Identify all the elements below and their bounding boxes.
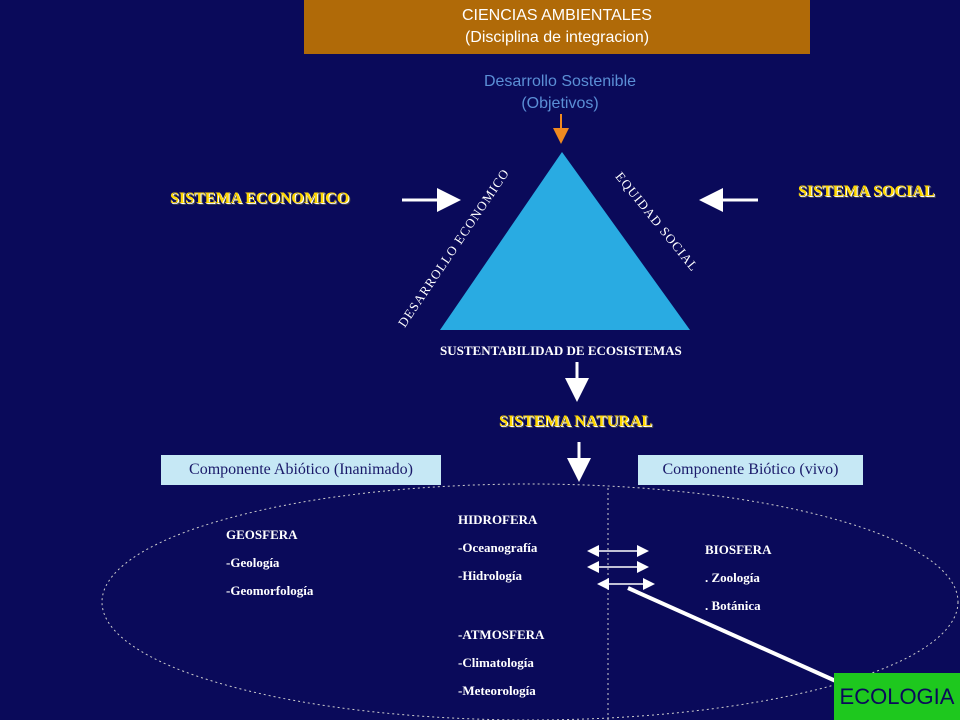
biosfera-block: BIOSFERA . Zoología . Botánica xyxy=(705,536,771,620)
header-title-box: CIENCIAS AMBIENTALES (Disciplina de inte… xyxy=(304,0,810,54)
geosfera-item: -Geomorfología xyxy=(226,583,314,598)
natural-system-label: SISTEMA NATURAL xyxy=(499,413,653,430)
abiotic-component-box: Componente Abiótico (Inanimado) xyxy=(161,455,441,485)
economic-system-label: SISTEMA ECONOMICO xyxy=(170,190,350,207)
biosfera-item: . Zoología xyxy=(705,570,760,585)
biotic-component-box: Componente Biótico (vivo) xyxy=(638,455,863,485)
header-title-line2: (Disciplina de integracion) xyxy=(464,29,650,46)
scope-ellipse xyxy=(101,483,959,720)
hidrofera-item: -Hidrología xyxy=(458,568,523,583)
triangle-base-label: SUSTENTABILIDAD DE ECOSISTEMAS xyxy=(440,343,682,358)
ecologia-connector xyxy=(627,586,839,684)
header-title-line1: CIENCIAS AMBIENTALES xyxy=(462,7,652,24)
goal-line2: (Objetivos) xyxy=(521,95,599,112)
hidrofera-item: -Oceanografía xyxy=(458,540,538,555)
atmosfera-title: -ATMOSFERA xyxy=(458,627,545,642)
social-system-label: SISTEMA SOCIAL xyxy=(798,183,935,200)
geosfera-block: GEOSFERA -Geología -Geomorfología xyxy=(226,521,313,605)
ecologia-box: ECOLOGIA xyxy=(834,673,960,720)
atmosfera-item: -Climatología xyxy=(458,655,534,670)
geosfera-title: GEOSFERA xyxy=(226,527,298,542)
biosfera-title: BIOSFERA xyxy=(705,542,772,557)
hidrofera-title: HIDROFERA xyxy=(458,512,538,527)
goal-line1: Desarrollo Sostenible xyxy=(483,73,637,90)
goal-label: Desarrollo Sostenible (Objetivos) xyxy=(460,71,660,115)
biosfera-item: . Botánica xyxy=(705,598,761,613)
hidrofera-block: HIDROFERA -Oceanografía -Hidrología xyxy=(458,506,537,590)
atmosfera-item: -Meteorología xyxy=(458,683,536,698)
sustainability-triangle xyxy=(440,152,690,330)
geosfera-item: -Geología xyxy=(226,555,280,570)
atmosfera-block: -ATMOSFERA -Climatología -Meteorología xyxy=(458,621,544,705)
